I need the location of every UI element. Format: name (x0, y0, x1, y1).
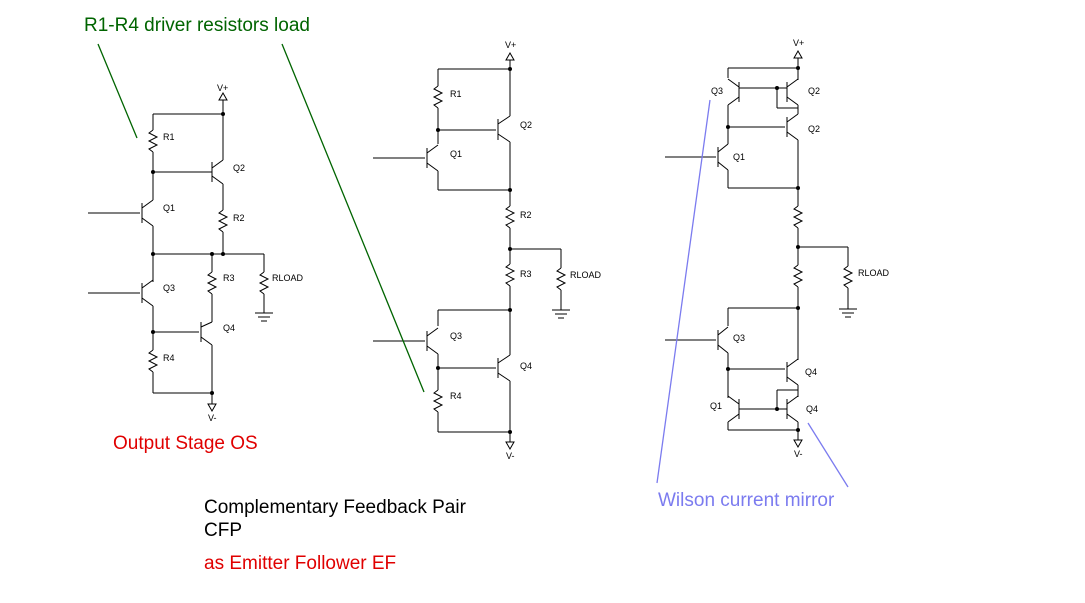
r4-label: R4 (163, 353, 175, 363)
q3-top-label: Q3 (711, 86, 723, 96)
vplus-label: V+ (217, 83, 228, 93)
vminus-label: V- (506, 451, 515, 461)
q2-label: Q2 (233, 163, 245, 173)
r1-label: R1 (450, 89, 462, 99)
r3-resistor (504, 263, 516, 287)
vplus-label: V+ (505, 40, 516, 50)
q2-mid-label: Q2 (808, 124, 820, 134)
circuit-cfp: V+ R1 Q2 Q1 R2 RLOAD (373, 40, 602, 461)
vminus-symbol (207, 403, 217, 413)
q3-transistor (426, 327, 439, 355)
output-stage-note: Output Stage OS (113, 433, 258, 454)
r3-label: R3 (520, 269, 532, 279)
vminus-symbol (793, 439, 803, 449)
q2-top-label: Q2 (808, 86, 820, 96)
r3-resistor (206, 271, 218, 295)
q1-transistor (426, 144, 439, 172)
vminus-symbol (505, 441, 515, 451)
ground-symbol (839, 308, 857, 318)
r1-resistor (147, 129, 159, 153)
q3-bot-label: Q3 (733, 333, 745, 343)
ground-symbol (255, 312, 273, 322)
q4-bot-transistor (786, 395, 799, 423)
r1-resistor (432, 85, 444, 109)
vminus-label: V- (794, 449, 803, 459)
q3-transistor (141, 279, 154, 307)
q1-top-label: Q1 (733, 152, 745, 162)
q1-label: Q1 (450, 149, 462, 159)
upper-resistor (792, 205, 804, 229)
cfp-subtitle: as Emitter Follower EF (204, 553, 397, 574)
rload-resistor (555, 267, 567, 291)
r4-resistor (432, 389, 444, 413)
driver-note: R1-R4 driver resistors load (84, 15, 310, 36)
q3-label: Q3 (163, 283, 175, 293)
q4-bot-label: Q4 (806, 404, 818, 414)
rload-resistor (842, 265, 854, 289)
q1-label: Q1 (163, 203, 175, 213)
r2-label: R2 (520, 210, 532, 220)
ground-symbol (552, 309, 570, 319)
q1-bot-transistor (727, 395, 740, 423)
q2-label: Q2 (520, 120, 532, 130)
r1-label: R1 (163, 132, 175, 142)
q1-bot-label: Q1 (710, 401, 722, 411)
q3-top-transistor (727, 78, 740, 106)
wilson-note: Wilson current mirror (658, 490, 835, 511)
vminus-label: V- (208, 413, 217, 423)
q4-mid-transistor (786, 358, 799, 386)
q2-top-transistor (786, 78, 799, 106)
q2-mid-transistor (786, 113, 799, 141)
vplus-symbol (505, 51, 515, 61)
vplus-symbol (793, 49, 803, 59)
q2-transistor (497, 115, 511, 143)
circuit-output-stage: V+ R1 Q2 Q1 R2 (88, 83, 304, 423)
cfp-abbrev: CFP (204, 520, 242, 541)
cfp-title: Complementary Feedback Pair (204, 497, 466, 518)
lower-resistor (792, 264, 804, 288)
r4-label: R4 (450, 391, 462, 401)
q3-bot-transistor (717, 326, 729, 354)
circuit-wilson: V+ Q3 Q2 Q2 (665, 38, 890, 459)
rload-label: RLOAD (570, 270, 602, 280)
q4-transistor (200, 321, 213, 346)
rload-label: RLOAD (272, 273, 304, 283)
q1-transistor (141, 192, 154, 227)
r2-resistor (217, 209, 229, 233)
q1-top-transistor (717, 143, 729, 171)
vplus-label: V+ (793, 38, 804, 48)
q2-transistor (208, 159, 224, 185)
r3-label: R3 (223, 273, 235, 283)
rload-resistor (258, 271, 270, 295)
q4-label: Q4 (223, 323, 235, 333)
r2-label: R2 (233, 213, 245, 223)
r2-resistor (504, 205, 516, 229)
wilson-pointer-lines (656, 99, 849, 488)
vplus-symbol (218, 91, 228, 114)
q4-mid-label: Q4 (805, 367, 817, 377)
q3-label: Q3 (450, 331, 462, 341)
r4-resistor (147, 349, 159, 373)
q4-label: Q4 (520, 361, 532, 371)
rload-label: RLOAD (858, 268, 890, 278)
green-pointer-lines (97, 43, 425, 393)
q4-transistor (497, 354, 511, 382)
